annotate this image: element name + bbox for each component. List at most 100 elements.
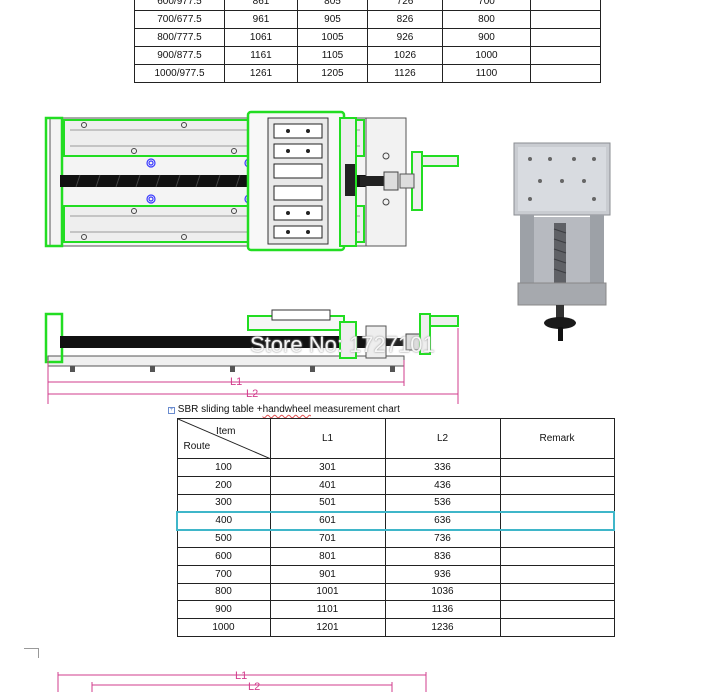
side-ball-screw [60, 336, 378, 348]
product-photo [513, 142, 611, 341]
top-table-cell: 800 [442, 10, 531, 29]
top-table-cell: 1005 [297, 28, 368, 47]
top-table-cell: 1061 [224, 28, 298, 47]
top-table-cell [530, 64, 601, 83]
l1-cell: 1201 [269, 618, 386, 637]
l2-cell: 336 [384, 458, 501, 477]
remark-cell [499, 493, 615, 513]
remark-cell [499, 510, 615, 531]
bottom-dimension-drawing: L1 L2 [57, 670, 427, 692]
remark-cell [499, 458, 615, 477]
l2-cell: 1136 [384, 600, 501, 620]
top-table-cell: 805 [297, 0, 368, 11]
top-table-cell [530, 46, 601, 65]
l2-cell: 536 [384, 493, 501, 513]
top-table-cell: 700/677.5 [134, 10, 225, 29]
top-table-cell: 600/977.5 [134, 0, 225, 11]
l1-cell: 1101 [269, 600, 386, 620]
table-move-handle-icon[interactable]: + [168, 407, 175, 414]
l1-cell: 401 [269, 475, 386, 495]
l2-cell: 636 [384, 510, 501, 531]
route-cell: 600 [176, 546, 271, 566]
l2-cell: 1036 [384, 582, 501, 602]
chart-caption: + SBR sliding table +handwheel measureme… [168, 404, 400, 415]
header-l1: L1 [269, 418, 386, 459]
page-corner-mark-vertical [38, 648, 39, 658]
top-table-cell: 1105 [297, 46, 368, 65]
bottom-l1-label: L1 [235, 670, 247, 682]
top-view-drawing [44, 110, 459, 252]
caption-prefix: SBR sliding table + [177, 404, 263, 415]
l1-cell: 701 [269, 529, 386, 548]
top-table-cell: 1000 [442, 46, 531, 65]
side-view-drawing: L1 L2 [44, 309, 459, 404]
route-cell: 900 [176, 600, 271, 620]
top-table-cell [530, 0, 601, 11]
l1-cell: 301 [269, 458, 386, 477]
route-cell: 1000 [176, 618, 271, 637]
top-table-cell: 826 [367, 10, 443, 29]
top-table-cell: 700 [442, 0, 531, 11]
side-l1-label: L1 [230, 376, 242, 388]
l1-cell: 801 [269, 546, 386, 566]
top-table-cell: 861 [224, 0, 298, 11]
l2-cell: 836 [384, 546, 501, 566]
top-table-cell: 1205 [297, 64, 368, 83]
top-table-cell: 961 [224, 10, 298, 29]
top-table-cell: 1261 [224, 64, 298, 83]
top-table-cell: 726 [367, 0, 443, 11]
l1-cell: 601 [269, 510, 386, 531]
top-table-cell: 900/877.5 [134, 46, 225, 65]
l1-cell: 1001 [269, 582, 386, 602]
l2-cell: 736 [384, 529, 501, 548]
remark-cell [499, 475, 615, 495]
top-table-cell: 1161 [224, 46, 298, 65]
top-table-cell: 1126 [367, 64, 443, 83]
remark-cell [499, 564, 615, 584]
l1-cell: 901 [269, 564, 386, 584]
caption-text: SBR sliding table +handwheel measurement… [178, 404, 400, 415]
route-cell: 500 [176, 529, 271, 548]
route-cell: 700 [176, 564, 271, 584]
remark-cell [499, 529, 615, 548]
l2-cell: 436 [384, 475, 501, 495]
route-cell: 800 [176, 582, 271, 602]
header-remark: Remark [499, 418, 615, 459]
header-item-route-cell: Item Route [176, 418, 271, 459]
side-l2-label: L2 [246, 388, 258, 400]
l2-cell: 936 [384, 564, 501, 584]
bottom-l2-label: L2 [248, 681, 260, 692]
top-table-cell [530, 10, 601, 29]
top-table-cell: 926 [367, 28, 443, 47]
l1-cell: 501 [269, 493, 386, 513]
remark-cell [499, 546, 615, 566]
route-cell: 100 [176, 458, 271, 477]
top-table-cell: 800/777.5 [134, 28, 225, 47]
header-route-label: Route [183, 441, 211, 452]
header-item-label: Item [216, 426, 236, 437]
top-table-cell: 900 [442, 28, 531, 47]
remark-cell [499, 600, 615, 620]
route-cell: 400 [176, 510, 271, 531]
route-cell: 200 [176, 475, 271, 495]
remark-cell [499, 618, 615, 637]
page-corner-mark [24, 648, 38, 649]
route-cell: 300 [176, 493, 271, 513]
l2-cell: 1236 [384, 618, 501, 637]
header-l2: L2 [384, 418, 501, 459]
